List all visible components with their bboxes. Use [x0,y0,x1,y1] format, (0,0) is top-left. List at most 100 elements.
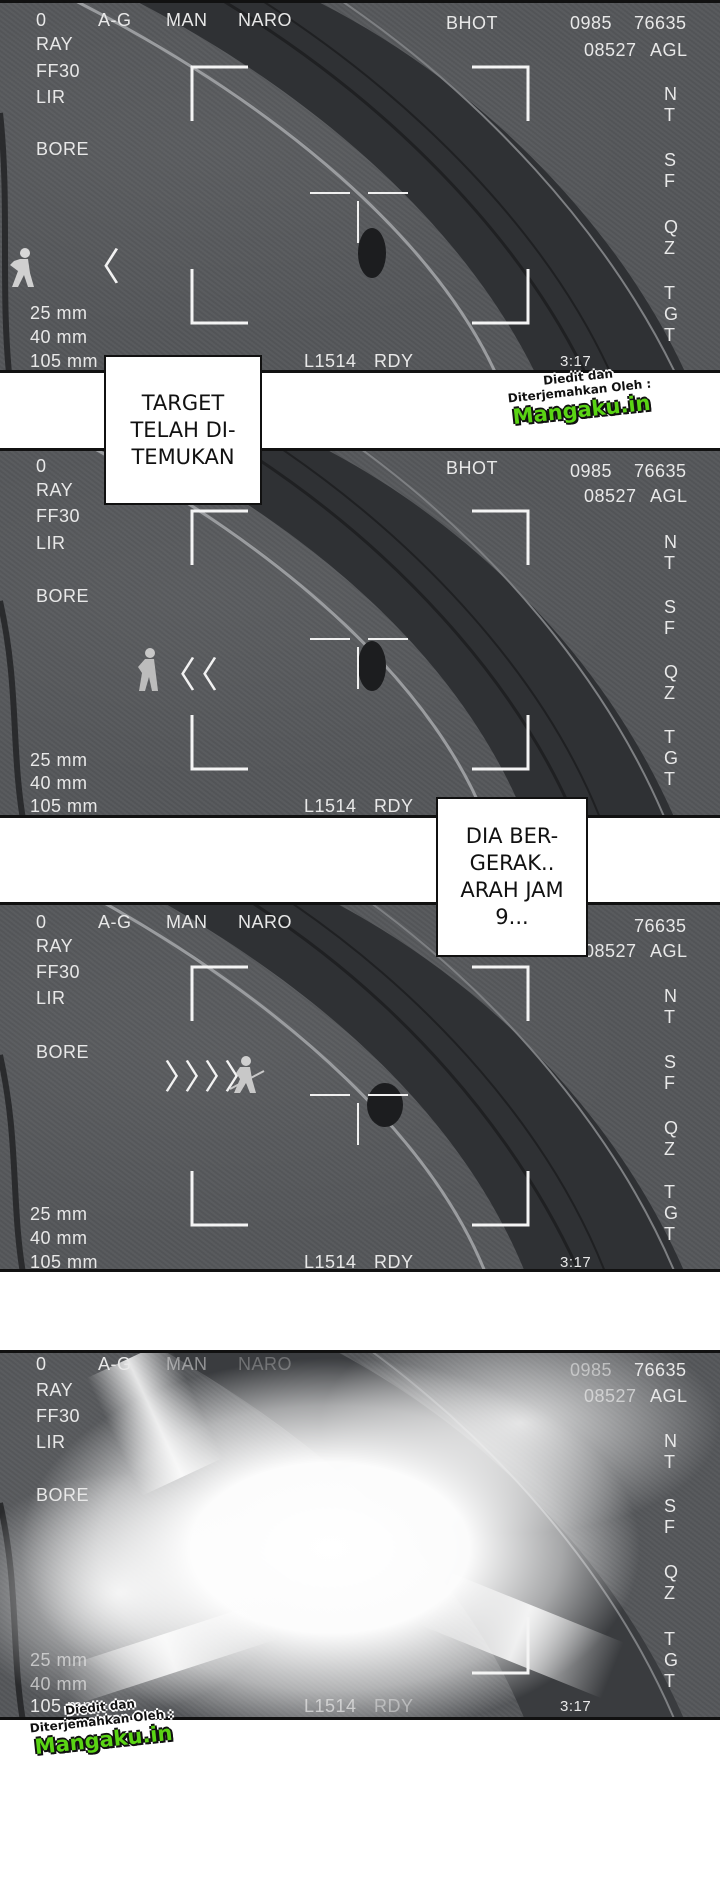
hud-panel-4-explosion: 0 A-G MAN NARO 0985 76635 08527 AGL RAY … [0,1350,720,1720]
status-readout: RDY [374,1696,414,1716]
right-letter: T [664,1224,676,1244]
direction-chevron-icon: 〈 [82,247,121,289]
right-letter: F [664,1073,676,1093]
left-label-ff30: FF30 [36,506,81,526]
bubble-line: ARAH JAM [460,878,564,902]
time-readout: 3:17 [560,1254,592,1271]
right-letter: S [664,597,677,617]
target-figure-icon [10,248,34,287]
left-label-lir: LIR [36,533,66,553]
left-label-lir: LIR [36,988,66,1008]
targeting-reticle-partial [472,1617,530,1675]
right-letter: T [664,1671,676,1691]
caliber-105: 105 mm [30,796,99,816]
naro-readout: NARO [238,912,293,932]
status-code: L1514 [304,1252,357,1272]
caliber-40: 40 mm [30,773,88,793]
coord-readout-2: 76635 [634,13,687,33]
right-letter: S [664,1052,677,1072]
bubble-line: 9... [495,905,529,929]
bubble-line: GERAK.. [469,851,555,875]
coord-readout-3: 08527 [584,40,637,60]
right-letter: N [664,532,678,552]
bhot-readout: BHOT [446,458,499,478]
time-readout: 3:17 [560,353,592,370]
caliber-40: 40 mm [30,1674,88,1694]
right-letter: Q [664,1118,679,1138]
right-letter: G [664,304,679,324]
mode-readout: A-G [98,1354,132,1374]
left-label-ray: RAY [36,480,74,500]
man-readout: MAN [166,10,208,30]
bubble-line: TELAH DI- [130,417,236,442]
target-figure-icon [229,1056,265,1093]
right-letter: G [664,1203,679,1223]
coord-readout-1: 0985 [570,461,613,481]
caliber-40: 40 mm [30,327,88,347]
right-letter: T [664,283,676,303]
altitude-readout: 0 [36,456,47,476]
hud-panel-3: 0 A-G MAN NARO 76635 08527 AGL RAY FF30 … [0,902,720,1272]
agl-readout: AGL [650,1386,688,1406]
altitude-readout: 0 [36,912,47,932]
bubble-line: DIA BER- [465,824,559,848]
right-letter: N [664,84,678,104]
target-figure-icon [138,648,158,691]
right-letter: S [664,1496,677,1516]
right-letter: G [664,748,679,768]
left-label-ff30: FF30 [36,1406,81,1426]
right-letter: N [664,986,678,1006]
right-letter: Z [664,238,676,258]
left-label-lir: LIR [36,1432,66,1452]
right-letter: N [664,1431,678,1451]
agl-readout: AGL [650,40,688,60]
right-letter: T [664,553,676,573]
right-letter: Z [664,1583,676,1603]
right-letter: F [664,618,676,638]
coord-readout-2: 76635 [634,916,687,936]
status-readout: RDY [374,1252,414,1272]
coord-readout-2: 76635 [634,461,687,481]
coord-readout-1: 0985 [570,1360,613,1380]
bubble-line: TARGET [141,390,225,415]
caliber-25: 25 mm [30,1650,88,1670]
right-letter: Q [664,217,679,237]
naro-readout: NARO [238,1354,293,1374]
right-letter: Z [664,1139,676,1159]
targeting-reticle [190,65,530,325]
time-readout: 3:17 [560,1698,592,1715]
left-label-lir: LIR [36,87,66,107]
right-letter: S [664,150,677,170]
coord-readout-3: 08527 [584,941,637,961]
bhot-readout: BHOT [446,13,499,33]
caliber-105: 105 mm [30,1696,99,1716]
coord-readout-2: 76635 [634,1360,687,1380]
right-letter: T [664,105,676,125]
status-readout: RDY [374,796,414,816]
naro-readout: NARO [238,10,293,30]
mode-readout: A-G [98,10,132,30]
altitude-readout: 0 [36,1354,47,1374]
speech-bubble-target-found: TARGET TELAH DI- TEMUKAN [104,355,262,505]
agl-readout: AGL [650,941,688,961]
man-readout: MAN [166,1354,208,1374]
targeting-reticle [190,509,530,771]
right-letter: Z [664,683,676,703]
left-label-ray: RAY [36,936,74,956]
right-letter: F [664,171,676,191]
caliber-25: 25 mm [30,1204,88,1224]
coord-readout-3: 08527 [584,486,637,506]
right-letter: T [664,769,676,789]
left-label-ray: RAY [36,1380,74,1400]
bore-readout: BORE [36,1485,90,1505]
caliber-40: 40 mm [30,1228,88,1248]
mode-readout: A-G [98,912,132,932]
right-letter: F [664,1517,676,1537]
left-label-ff30: FF30 [36,61,81,81]
caliber-25: 25 mm [30,750,88,770]
status-readout: RDY [374,351,414,371]
right-letter: T [664,1182,676,1202]
right-letter: G [664,1650,679,1670]
right-letter: T [664,727,676,747]
bore-readout: BORE [36,139,90,159]
